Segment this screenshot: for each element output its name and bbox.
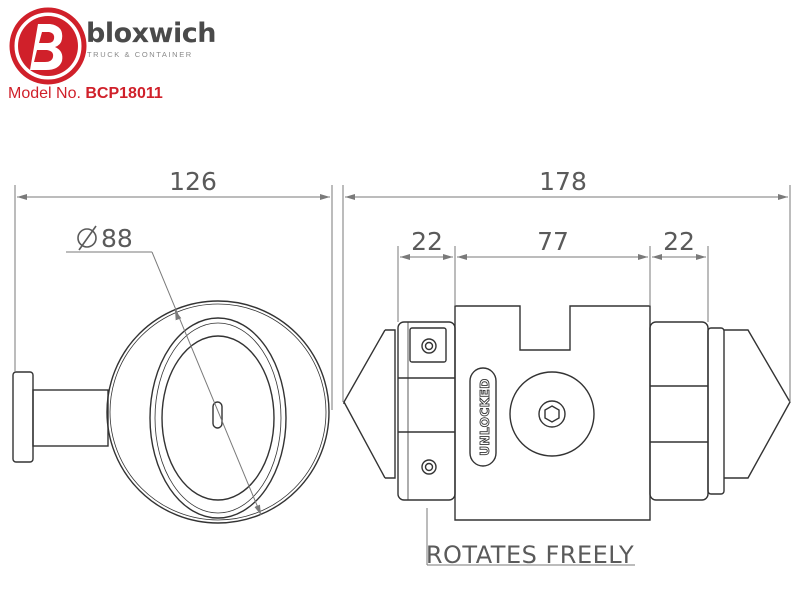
keyhole-icon: [212, 401, 223, 429]
dim-22-left-value: 22: [411, 227, 443, 256]
end-view-disc: [106, 300, 330, 524]
end-view: [12, 300, 330, 524]
hex-socket-icon: [544, 405, 560, 423]
side-view: [343, 305, 791, 521]
diameter-symbol-icon: [77, 225, 97, 251]
dim-diameter-leader: [151, 251, 262, 516]
end-view-oval-outer: [149, 317, 287, 519]
bolt-head-top-icon: [421, 338, 437, 354]
brand-name: bloxwich: [86, 18, 216, 49]
dimension-lines: [14, 185, 791, 566]
dim-77-value: 77: [537, 227, 569, 256]
center-boss: [509, 371, 595, 457]
unlocked-label: UNLOCKED: [478, 378, 492, 455]
brand-logo-icon: [9, 7, 87, 85]
dim-diameter-value: 88: [101, 224, 133, 253]
left-cone: [343, 329, 386, 479]
end-view-oval-inner: [161, 335, 275, 501]
dim-22-right-value: 22: [663, 227, 695, 256]
model-label: Model No.: [8, 85, 81, 102]
dim-126-value: 126: [169, 167, 217, 196]
model-number: BCP18011: [85, 85, 163, 102]
brand-tagline: TRUCK & CONTAINER: [87, 50, 193, 59]
rotates-freely-label: ROTATES FREELY: [426, 541, 634, 569]
right-cone: [724, 329, 791, 479]
end-view-shaft: [32, 389, 109, 447]
central-body: [454, 305, 651, 521]
model-line: Model No. BCP18011: [8, 86, 163, 102]
right-ring: [649, 321, 709, 501]
bolt-head-bottom-icon: [421, 459, 437, 475]
dim-178-value: 178: [539, 167, 587, 196]
unlocked-badge: [469, 367, 497, 467]
end-view-flange: [12, 371, 34, 463]
